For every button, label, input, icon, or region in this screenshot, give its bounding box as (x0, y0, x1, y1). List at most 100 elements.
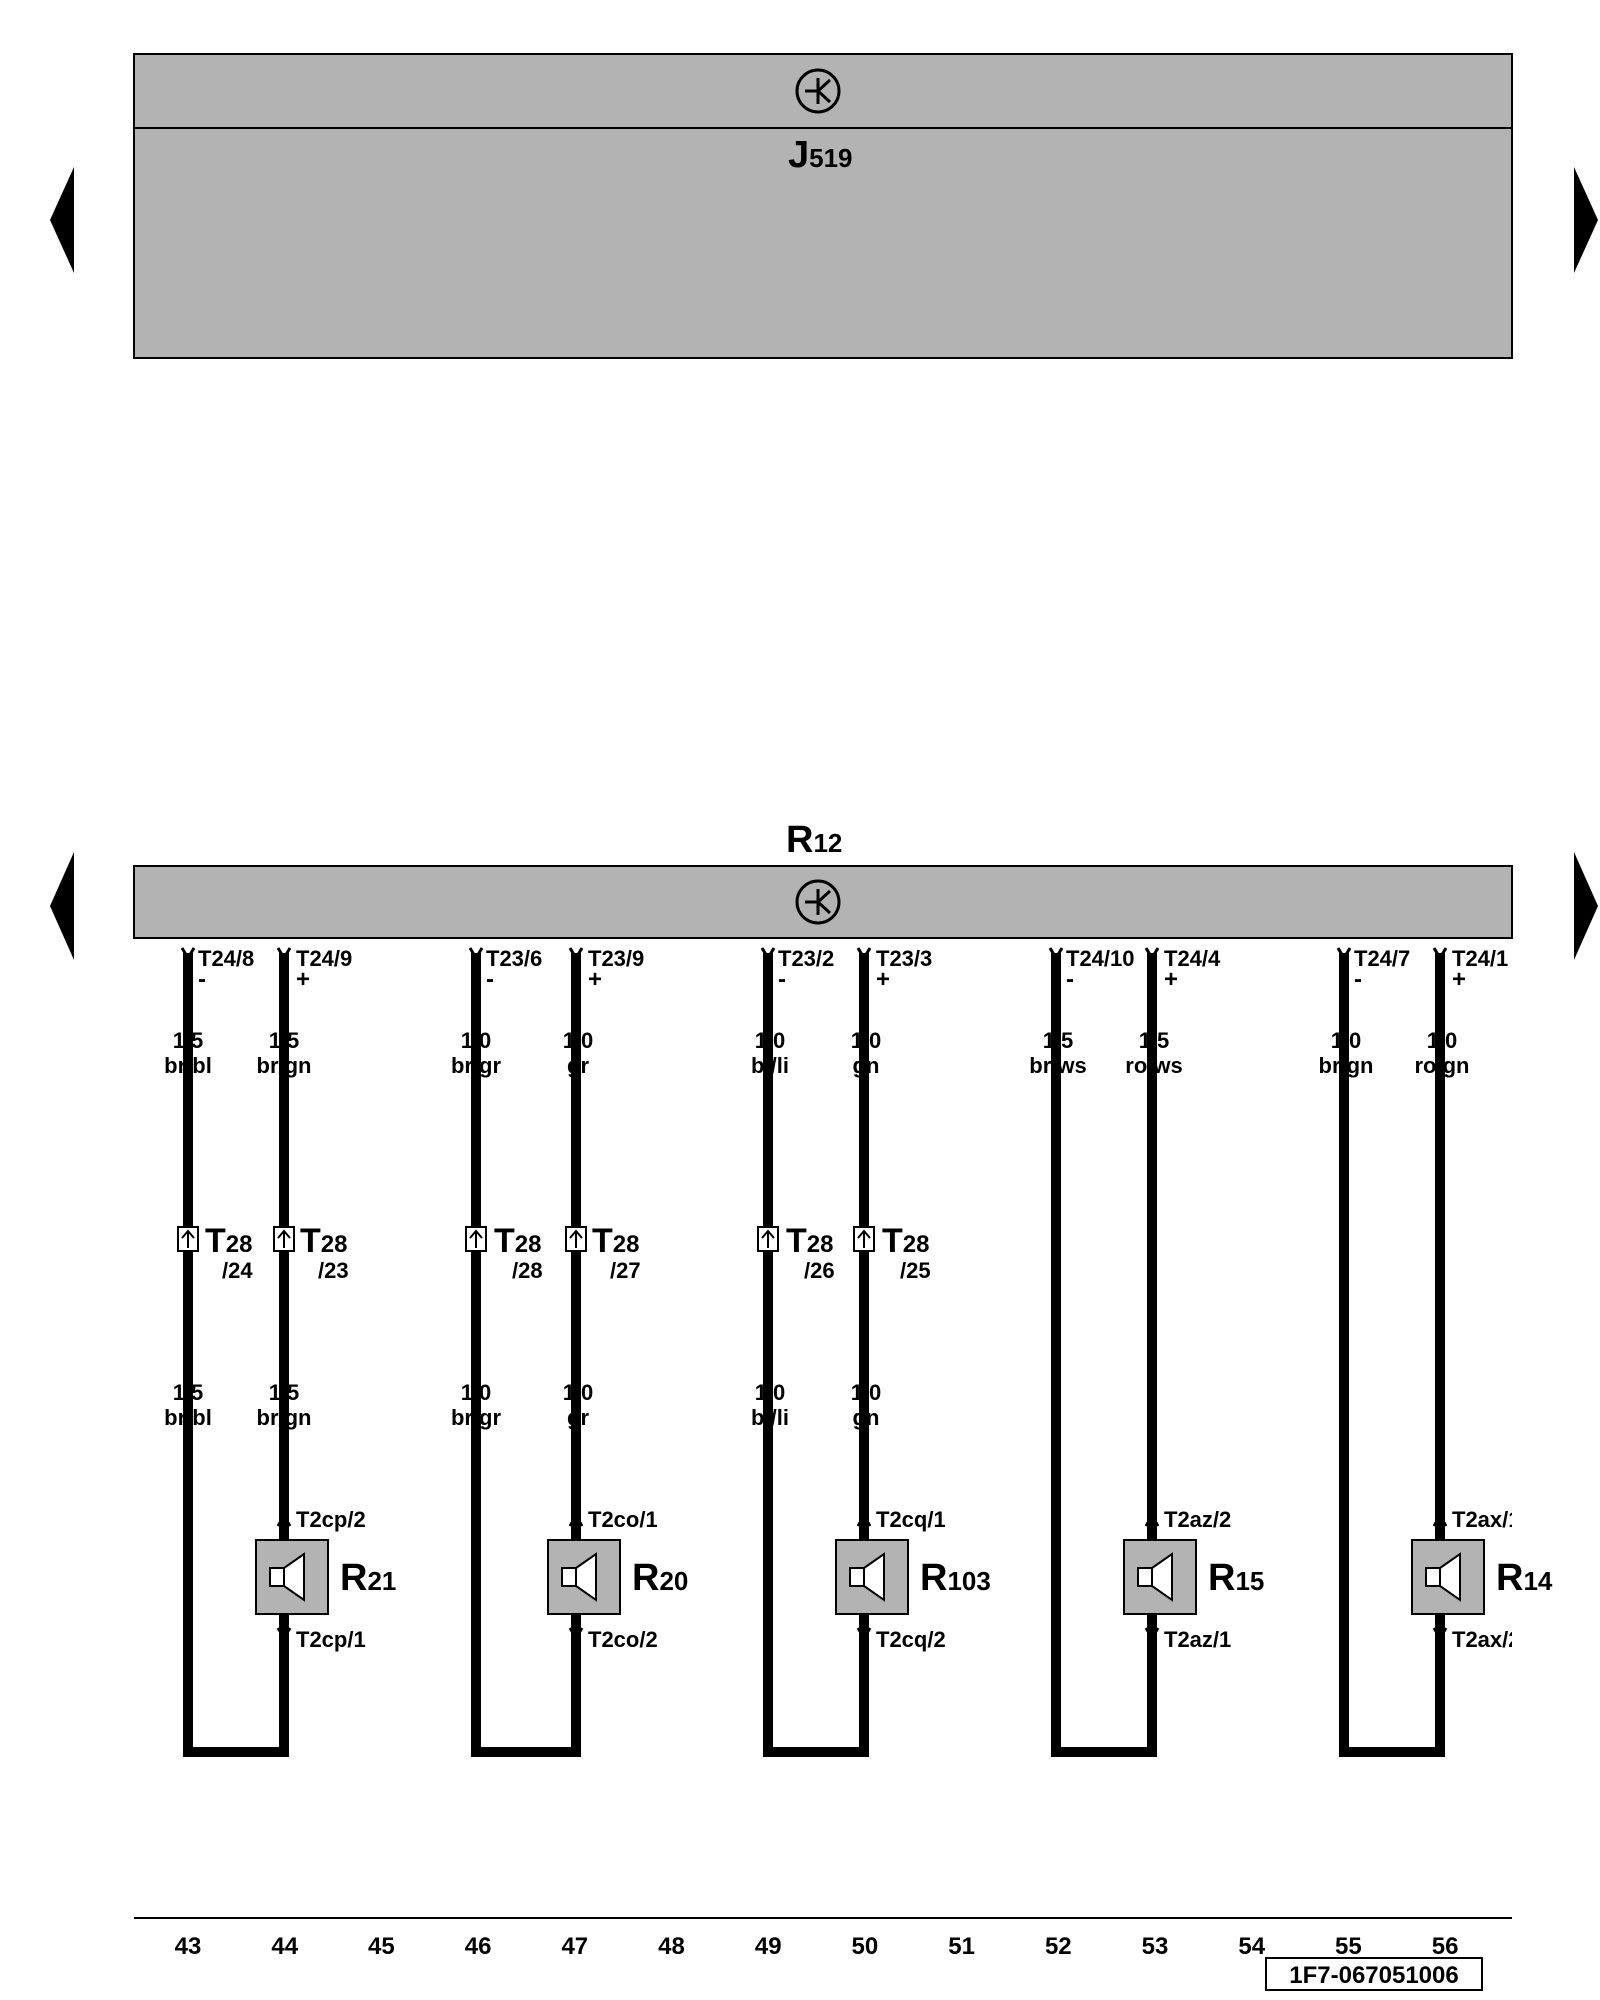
wire-color: br/gn (257, 1405, 312, 1430)
polarity-label: - (1066, 966, 1074, 993)
pin-arrow-icon (1432, 1513, 1448, 1527)
pin-arrow-icon (1432, 1627, 1448, 1641)
connector-pin: /27 (610, 1258, 641, 1283)
speaker-label: R103 (920, 1557, 991, 1599)
column-number: 44 (271, 1933, 298, 1960)
connector-icon (465, 1226, 487, 1252)
speaker-pin-bottom: T2co/2 (588, 1627, 658, 1652)
control-unit-label: J519 (788, 134, 853, 176)
wire-color: br/gn (257, 1053, 312, 1078)
connector-label: T28 (300, 1222, 347, 1260)
wire-gauge: 1,0 (563, 1028, 594, 1053)
column-number: 56 (1432, 1933, 1459, 1960)
speaker-icon (255, 1539, 329, 1615)
column-number: 47 (561, 1933, 588, 1960)
connector-pin: /25 (900, 1258, 931, 1283)
speaker-icon (1123, 1539, 1197, 1615)
pin-arrow-icon (276, 1627, 292, 1641)
speaker-pin-bottom: T2ax/2 (1452, 1627, 1521, 1652)
column-number: 45 (368, 1933, 395, 1960)
wire-gauge: 1,5 (1139, 1028, 1170, 1053)
speaker-channel-r103: T23/2 - T23/3 + 1,0 bl/li 1,0 gn T28 /26… (751, 946, 991, 1757)
pin-arrow-icon (856, 1513, 872, 1527)
polarity-label: + (588, 966, 602, 993)
connector-icon (853, 1226, 875, 1252)
speaker-icon (835, 1539, 909, 1615)
pin-arrow-icon (568, 1627, 584, 1641)
wire-color: gn (853, 1405, 880, 1430)
pin-arrow-icon (568, 947, 584, 961)
pin-label: T24/9 (296, 946, 352, 971)
wire-color: ro/ws (1125, 1053, 1182, 1078)
connector-label: T28 (882, 1222, 929, 1260)
wire-gauge: 1,0 (1331, 1028, 1362, 1053)
pin-arrow-icon (856, 947, 872, 961)
polarity-label: + (1452, 966, 1466, 993)
pin-arrow-icon (180, 947, 196, 961)
doc-id: 1F7-067051006 (1289, 1962, 1458, 1989)
wire-gauge: 1,0 (755, 1380, 786, 1405)
connector-pin: /23 (318, 1258, 349, 1283)
wire-gauge: 1,0 (851, 1028, 882, 1053)
wire-gauge: 1,0 (755, 1028, 786, 1053)
column-number: 48 (658, 1933, 685, 1960)
amplifier-label: R12 (786, 819, 842, 861)
connector-icon (565, 1226, 587, 1252)
page-left-arrow[interactable] (50, 167, 74, 273)
pin-arrow-icon (568, 1513, 584, 1527)
pin-label: T24/1 (1452, 946, 1508, 971)
connector-pin: /26 (804, 1258, 835, 1283)
speaker-pin-top: T2cq/1 (876, 1507, 946, 1532)
wire-gauge: 1,0 (461, 1028, 492, 1053)
wire-gauge: 1,0 (851, 1380, 882, 1405)
speaker-pin-top: T2cp/2 (296, 1507, 366, 1532)
speaker-channel-r14: T24/7 - T24/1 + 1,0 br/gn 1,0 ro/gn T2ax… (1319, 946, 1521, 1757)
column-number: 52 (1045, 1933, 1072, 1960)
connector-label: T28 (786, 1222, 833, 1260)
page-right-arrow[interactable] (1574, 167, 1598, 273)
wire-color: br/gr (451, 1053, 502, 1078)
electronics-symbol-icon (795, 68, 841, 114)
wire-gauge: 1,5 (269, 1028, 300, 1053)
wire-color: br/gn (1319, 1053, 1374, 1078)
polarity-label: + (1164, 966, 1178, 993)
polarity-label: - (778, 966, 786, 993)
speaker-pin-top: T2co/1 (588, 1507, 658, 1532)
wire-color: br/ws (1029, 1053, 1086, 1078)
pin-label: T24/7 (1354, 946, 1410, 971)
page-left-arrow-lower[interactable] (50, 852, 74, 960)
column-number: 46 (465, 1933, 492, 1960)
wire-gauge: 1,5 (173, 1380, 204, 1405)
speaker-pin-bottom: T2az/1 (1164, 1627, 1231, 1652)
speaker-channel-r15: T24/10 - T24/4 + 1,5 br/ws 1,5 ro/ws T2a… (1029, 946, 1264, 1757)
amplifier-r12: R12 (133, 819, 1513, 939)
pin-arrow-icon (1144, 947, 1160, 961)
wire-color: br/bl (164, 1053, 212, 1078)
connector-label: T28 (205, 1222, 252, 1260)
wire-gauge: 1,5 (173, 1028, 204, 1053)
connector-label: T28 (494, 1222, 541, 1260)
speaker-channel-r21: T24/8 - T24/9 + 1,5 br/bl 1,5 br/gn T28 … (164, 946, 396, 1757)
column-number: 49 (755, 1933, 782, 1960)
wire-gauge: 1,0 (461, 1380, 492, 1405)
page-right-arrow-lower[interactable] (1574, 852, 1598, 960)
speaker-pin-top: T2ax/1 (1452, 1507, 1521, 1532)
pin-arrow-icon (1144, 1627, 1160, 1641)
wire-color: br/gr (451, 1405, 502, 1430)
wire-color: br/bl (164, 1405, 212, 1430)
pin-label: T23/6 (486, 946, 542, 971)
polarity-label: + (876, 966, 890, 993)
column-number: 51 (948, 1933, 975, 1960)
speaker-icon (547, 1539, 621, 1615)
control-unit-j519: J519 (133, 53, 1513, 359)
connector-pin: /24 (222, 1258, 253, 1283)
speaker-label: R20 (632, 1557, 688, 1599)
wire-gauge: 1,0 (1427, 1028, 1458, 1053)
electronics-symbol-icon (795, 879, 841, 925)
connector-label: T28 (592, 1222, 639, 1260)
wire-color: gr (567, 1053, 589, 1078)
pin-label: T24/4 (1164, 946, 1221, 971)
column-number: 50 (852, 1933, 879, 1960)
